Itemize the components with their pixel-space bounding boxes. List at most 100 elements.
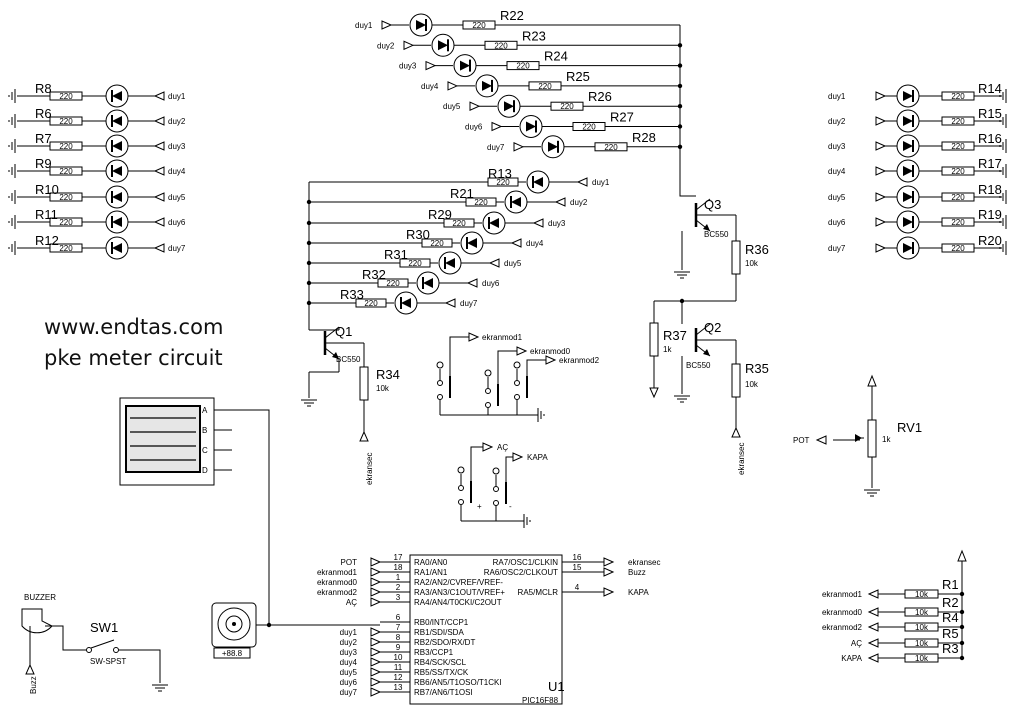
diode-triangle (903, 192, 913, 202)
pin-name: RA3/AN3/C1OUT/VREF+ (414, 588, 505, 597)
led-R19 (896, 210, 920, 234)
net-arrow (370, 667, 382, 677)
resistor-value: 10k (915, 608, 929, 617)
ground-rail (999, 215, 1007, 229)
resistor-R35 (731, 363, 741, 398)
ground-rail (999, 114, 1007, 128)
led-R32 (416, 271, 440, 295)
net-arrow (370, 627, 382, 637)
ground-rail (999, 139, 1007, 153)
net-arrow (482, 442, 494, 452)
ground-rail (8, 190, 16, 204)
resistor-ref: R10 (35, 182, 59, 197)
net-arrow (153, 116, 165, 126)
net-arrow (444, 298, 456, 308)
net-arrow (603, 567, 615, 577)
diode-triangle (401, 298, 411, 308)
resistor-R36 (731, 240, 741, 275)
transistor-type: BC550 (336, 355, 361, 364)
led-R30 (460, 231, 484, 255)
resistor-value: 220 (951, 117, 965, 126)
resistor-value: 220 (951, 92, 965, 101)
diode-triangle (112, 116, 122, 126)
resistor-value: 10k (915, 590, 929, 599)
diode-triangle (112, 243, 122, 253)
net-arrow (153, 91, 165, 101)
net-arrow (469, 101, 481, 111)
diode-triangle (903, 141, 913, 151)
net-arrow (875, 116, 887, 126)
button-ac (457, 466, 472, 505)
switch-ref: SW1 (90, 620, 118, 635)
net-arrow (513, 142, 525, 152)
transistor-ref: Q1 (335, 324, 352, 339)
led-R29 (482, 211, 506, 235)
net-label: duy4 (421, 82, 439, 91)
net-arrow (403, 40, 415, 51)
mcu-body (409, 554, 563, 705)
net-arrow (875, 217, 887, 227)
mcu-part: PIC16F88 (522, 696, 559, 705)
net-arrow (468, 332, 480, 342)
net-label: duy7 (828, 244, 846, 253)
led-R10 (105, 185, 129, 209)
resistor-ref: R1 (942, 577, 959, 592)
ground-rail (8, 139, 16, 153)
diode-triangle (504, 101, 514, 112)
resistor-value: 220 (516, 62, 530, 71)
resistor-ref: R17 (978, 156, 1002, 171)
resistor-value: 220 (951, 167, 965, 176)
supply-arrow (867, 374, 877, 387)
emitter-arrow (703, 349, 710, 356)
net-arrow (153, 192, 165, 202)
net-label: AÇ (346, 598, 357, 607)
wiper-arrow (855, 434, 862, 442)
resistor-value: 220 (408, 259, 422, 268)
net-arrow (867, 653, 879, 663)
resistor-ref: R2 (942, 595, 959, 610)
meter-hub (232, 622, 236, 626)
plus-sign: + (477, 502, 482, 511)
net-arrow (370, 687, 382, 697)
ground-rail (999, 190, 1007, 204)
net-label: ekranmod0 (530, 347, 571, 356)
resistor-value: 220 (59, 142, 73, 151)
net-label: ekranmod0 (317, 578, 358, 587)
net-arrow (875, 192, 887, 202)
net-arrow (425, 60, 437, 71)
resistor-value: 220 (604, 143, 618, 152)
pin-number: 10 (394, 653, 403, 662)
junction-dot (959, 640, 965, 646)
pin-number: 6 (396, 613, 401, 622)
pin-number: 13 (394, 683, 403, 692)
net-label: duy4 (168, 167, 186, 176)
diode-triangle (903, 217, 913, 227)
diode-triangle (903, 243, 913, 253)
net-arrow (510, 238, 522, 248)
net-arrow (875, 243, 887, 253)
net-label: ekranmod2 (317, 588, 358, 597)
resistor-value: 220 (59, 244, 73, 253)
resistor-value: 1k (663, 345, 672, 354)
resistor-ref: R24 (544, 49, 568, 64)
net-label: AÇ (497, 443, 508, 452)
switch-type: SW-SPST (90, 657, 126, 666)
led-R20 (896, 236, 920, 260)
resistor-ref: R5 (942, 626, 959, 641)
led-R17 (896, 159, 920, 183)
pin-number: 1 (396, 573, 401, 582)
mcu-pic16f88: U1PIC16F8817RA0/AN0POT18RA1/AN1ekranmod1… (269, 553, 660, 705)
resistor-ref: R35 (745, 361, 769, 376)
resistor-value: 10k (915, 639, 929, 648)
net-arrow (649, 387, 659, 399)
diode-triangle (482, 80, 492, 91)
resistor-value: 220 (59, 193, 73, 202)
diode-triangle (460, 60, 470, 71)
resistor-value: 220 (494, 41, 508, 50)
transistor-type: BC550 (686, 361, 711, 370)
net-label: duy3 (399, 62, 417, 71)
net-label: duy1 (592, 178, 610, 187)
